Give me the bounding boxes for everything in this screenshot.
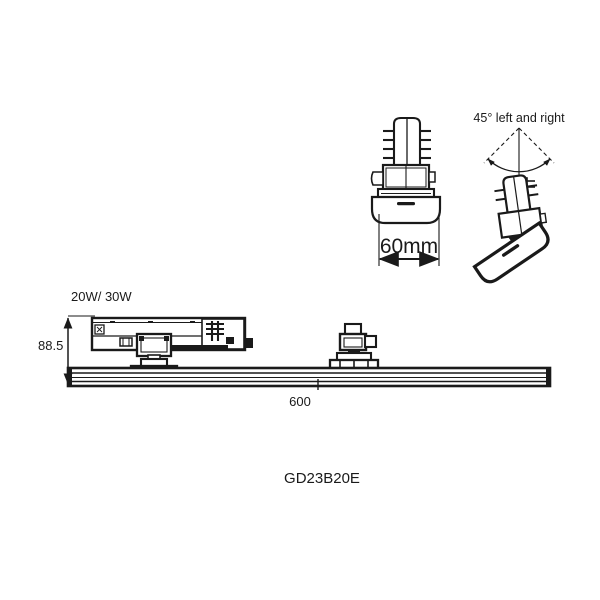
body-heatsink-compartment: [201, 318, 245, 350]
front-view-head: [370, 116, 442, 267]
body-left-detail: [94, 324, 105, 335]
tilt-arc: [487, 158, 551, 173]
dim-width-60mm: [378, 214, 440, 267]
height-dimension-label: 88.5: [38, 338, 64, 353]
tilt-rays: [483, 127, 555, 164]
body-end-cap: [245, 338, 253, 348]
tilt-range-label: 45° left and right: [473, 111, 565, 125]
model-name-label: GD23B20E: [284, 470, 360, 487]
head-reflector: [370, 195, 442, 225]
tilt-diagram: [472, 127, 555, 284]
length-dimension-label: 600: [289, 394, 311, 409]
head-stem: [383, 116, 431, 181]
side-view-assembly: [63, 315, 552, 390]
head-width-dimension-label: 60mm: [379, 235, 439, 258]
dim-height-88-5: [63, 315, 95, 387]
body-inner-bracket: [119, 337, 133, 347]
track-adapter-secondary: [328, 322, 380, 371]
tilted-reflector: [472, 220, 550, 284]
power-rating-label: 20W/ 30W: [71, 289, 132, 304]
track-rail: [66, 366, 552, 390]
luminaire-body: [90, 316, 253, 352]
luminaire-knuckle: [135, 332, 173, 361]
head-housing: [370, 163, 436, 192]
